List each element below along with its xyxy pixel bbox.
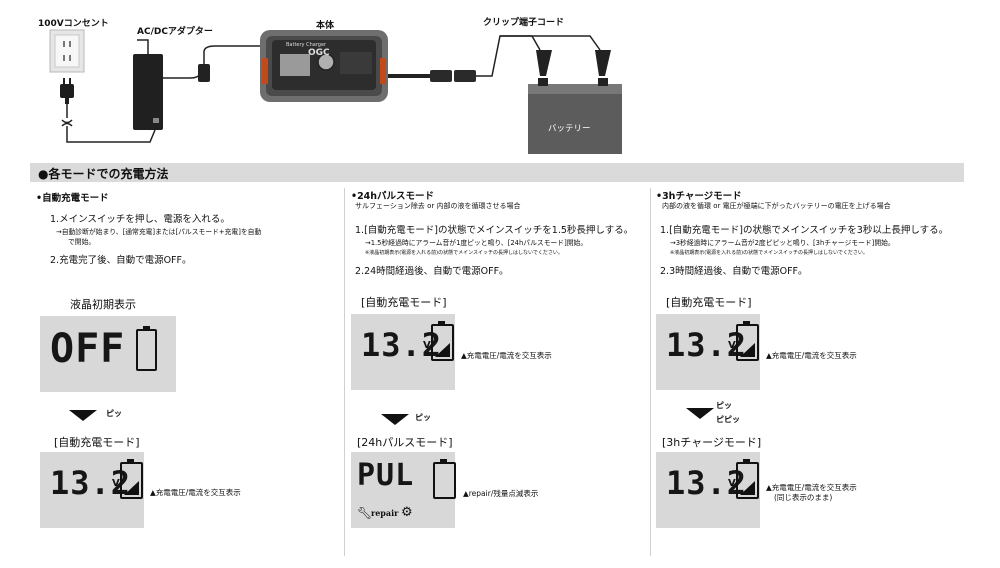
lcd-caption: [24hパルスモード] — [357, 436, 453, 449]
lcd-display: OFF — [40, 316, 176, 392]
lcd-readout: OFF — [50, 326, 126, 372]
unit-label: 本体 — [316, 21, 335, 31]
lcd-display: 13.2 V — [656, 314, 760, 390]
lcd-readout: 13.2 — [666, 464, 748, 502]
battery-icon — [528, 78, 622, 154]
lcd-note-cont: (同じ表示のまま) — [774, 493, 833, 502]
outlet-label: 100Vコンセント — [38, 19, 109, 29]
mode-step-1-note: →3秒経過時にアラーム音が2度ピピッと鳴り、[3hチャージモード]開始。 — [670, 239, 895, 247]
lcd-readout: PUL — [357, 458, 415, 493]
lcd-note: ▲充電電圧/電流を交互表示 — [461, 351, 552, 360]
mode-step-1-note-cont: で開始。 — [68, 238, 96, 246]
mode-title: •自動充電モード — [36, 193, 109, 204]
mode-subtitle: 内部の液を循環 or 電圧が極端に下がったバッテリーの電圧を上げる場合 — [662, 202, 891, 210]
mode-step-1-note: →自動診断が始まり、[通常充電]または[パルスモード+充電]を自動 — [56, 228, 262, 236]
battery-level-icon — [431, 321, 454, 361]
mode-step-1: 1.[自動充電モード]の状態でメインスイッチを3秒以上長押しする。 — [660, 225, 949, 236]
battery-label: バッテリー — [548, 124, 591, 134]
battery-level-icon — [136, 326, 157, 371]
lcd-caption: [自動充電モード] — [361, 296, 447, 309]
lcd-note: ▲repair/残量点滅表示 — [463, 489, 539, 498]
column-divider — [344, 188, 345, 556]
lcd-caption: [3hチャージモード] — [662, 436, 762, 449]
down-arrow-icon — [381, 414, 409, 425]
mode-step-1: 1.[自動充電モード]の状態でメインスイッチを1.5秒長押しする。 — [355, 225, 634, 236]
repair-indicator: repair — [371, 508, 399, 518]
mode-step-1-warning: ※液晶初期表示(電源を入れる前)の状態でメインスイッチの長押しはしないでください… — [670, 250, 868, 256]
mode-step-1-note: →1.5秒経過時にアラーム音が1度ピッと鳴り、[24hパルスモード]開始。 — [365, 239, 588, 247]
mode-24h-pulse-column: •24hパルスモード サルフェーション除去 or 内部の液を循環させる場合 1.… — [351, 186, 651, 566]
clip-icon — [536, 50, 611, 76]
mode-step-2: 2.3時間経過後、自動で電源OFF。 — [660, 266, 808, 277]
mode-auto-column: •自動充電モード 1.メインスイッチを押し、電源を入れる。 →自動診断が始まり、… — [36, 186, 336, 566]
plug-icon — [60, 78, 74, 104]
lcd-readout: 13.2 — [666, 326, 748, 364]
mode-step-2: 2.充電完了後、自動で電源OFF。 — [50, 255, 192, 266]
lcd-note: ▲充電電圧/電流を交互表示 — [150, 488, 241, 497]
mode-step-1-warning: ※液晶初期表示(電源を入れる前)の状態でメインスイッチの長押しはしないでください… — [365, 250, 563, 256]
mode-step-2: 2.24時間経過後、自動で電源OFF。 — [355, 266, 509, 277]
connection-diagram: 100Vコンセント AC/DCアダプター 本体 クリップ端子コード — [0, 0, 1000, 160]
connection-drawing — [49, 29, 622, 154]
adapter-icon — [133, 54, 163, 130]
beep-label: ピッ — [106, 409, 122, 418]
volt-unit: V — [112, 478, 120, 489]
lcd-note: ▲充電電圧/電流を交互表示 — [766, 351, 857, 360]
battery-level-icon — [433, 459, 456, 499]
outlet-icon — [49, 29, 85, 73]
volt-unit: V — [423, 340, 431, 351]
wrench-icon: 🔧︎ — [357, 506, 373, 520]
lcd-display: 13.2 V — [351, 314, 455, 390]
section-header-bar — [30, 163, 964, 182]
mode-step-1: 1.メインスイッチを押し、電源を入れる。 — [50, 214, 230, 225]
adapter-label: AC/DCアダプター — [137, 27, 213, 37]
lcd-display: 13.2 V — [40, 452, 144, 528]
device-caption: Battery Charger — [286, 42, 327, 48]
mode-subtitle: サルフェーション除去 or 内部の液を循環させる場合 — [355, 202, 521, 210]
beep-label: ピッ — [716, 401, 732, 410]
beep-label: ピッ — [415, 413, 431, 422]
battery-level-icon — [736, 321, 759, 361]
lcd-caption: [自動充電モード] — [666, 296, 752, 309]
lcd-readout: 13.2 — [361, 326, 443, 364]
charger-unit-icon — [260, 30, 388, 102]
lcd-note: ▲充電電圧/電流を交互表示 — [766, 483, 857, 492]
volt-unit: V — [728, 340, 736, 351]
battery-level-icon — [120, 459, 143, 499]
battery-level-icon — [736, 459, 759, 499]
gear-icon: ⚙ — [401, 505, 413, 520]
lcd-caption: 液晶初期表示 — [70, 298, 136, 311]
mode-3h-charge-column: •3hチャージモード 内部の液を循環 or 電圧が極端に下がったバッテリーの電圧… — [656, 186, 956, 566]
section-title: ●各モードでの充電方法 — [38, 167, 169, 181]
lcd-readout: 13.2 — [50, 464, 132, 502]
lcd-caption: [自動充電モード] — [54, 436, 140, 449]
mode-title: •24hパルスモード — [351, 191, 435, 202]
volt-unit: V — [728, 478, 736, 489]
beep-label-double: ピピッ — [716, 415, 740, 424]
down-arrow-icon — [686, 408, 714, 419]
down-arrow-icon — [69, 410, 97, 421]
mode-title: •3hチャージモード — [656, 191, 742, 202]
lcd-display: 13.2 V — [656, 452, 760, 528]
lcd-display: PUL 🔧︎ repair ⚙ — [351, 452, 456, 528]
clip-cord-label: クリップ端子コード — [483, 18, 565, 28]
device-brand: OGC — [308, 48, 330, 58]
column-divider — [650, 188, 651, 556]
